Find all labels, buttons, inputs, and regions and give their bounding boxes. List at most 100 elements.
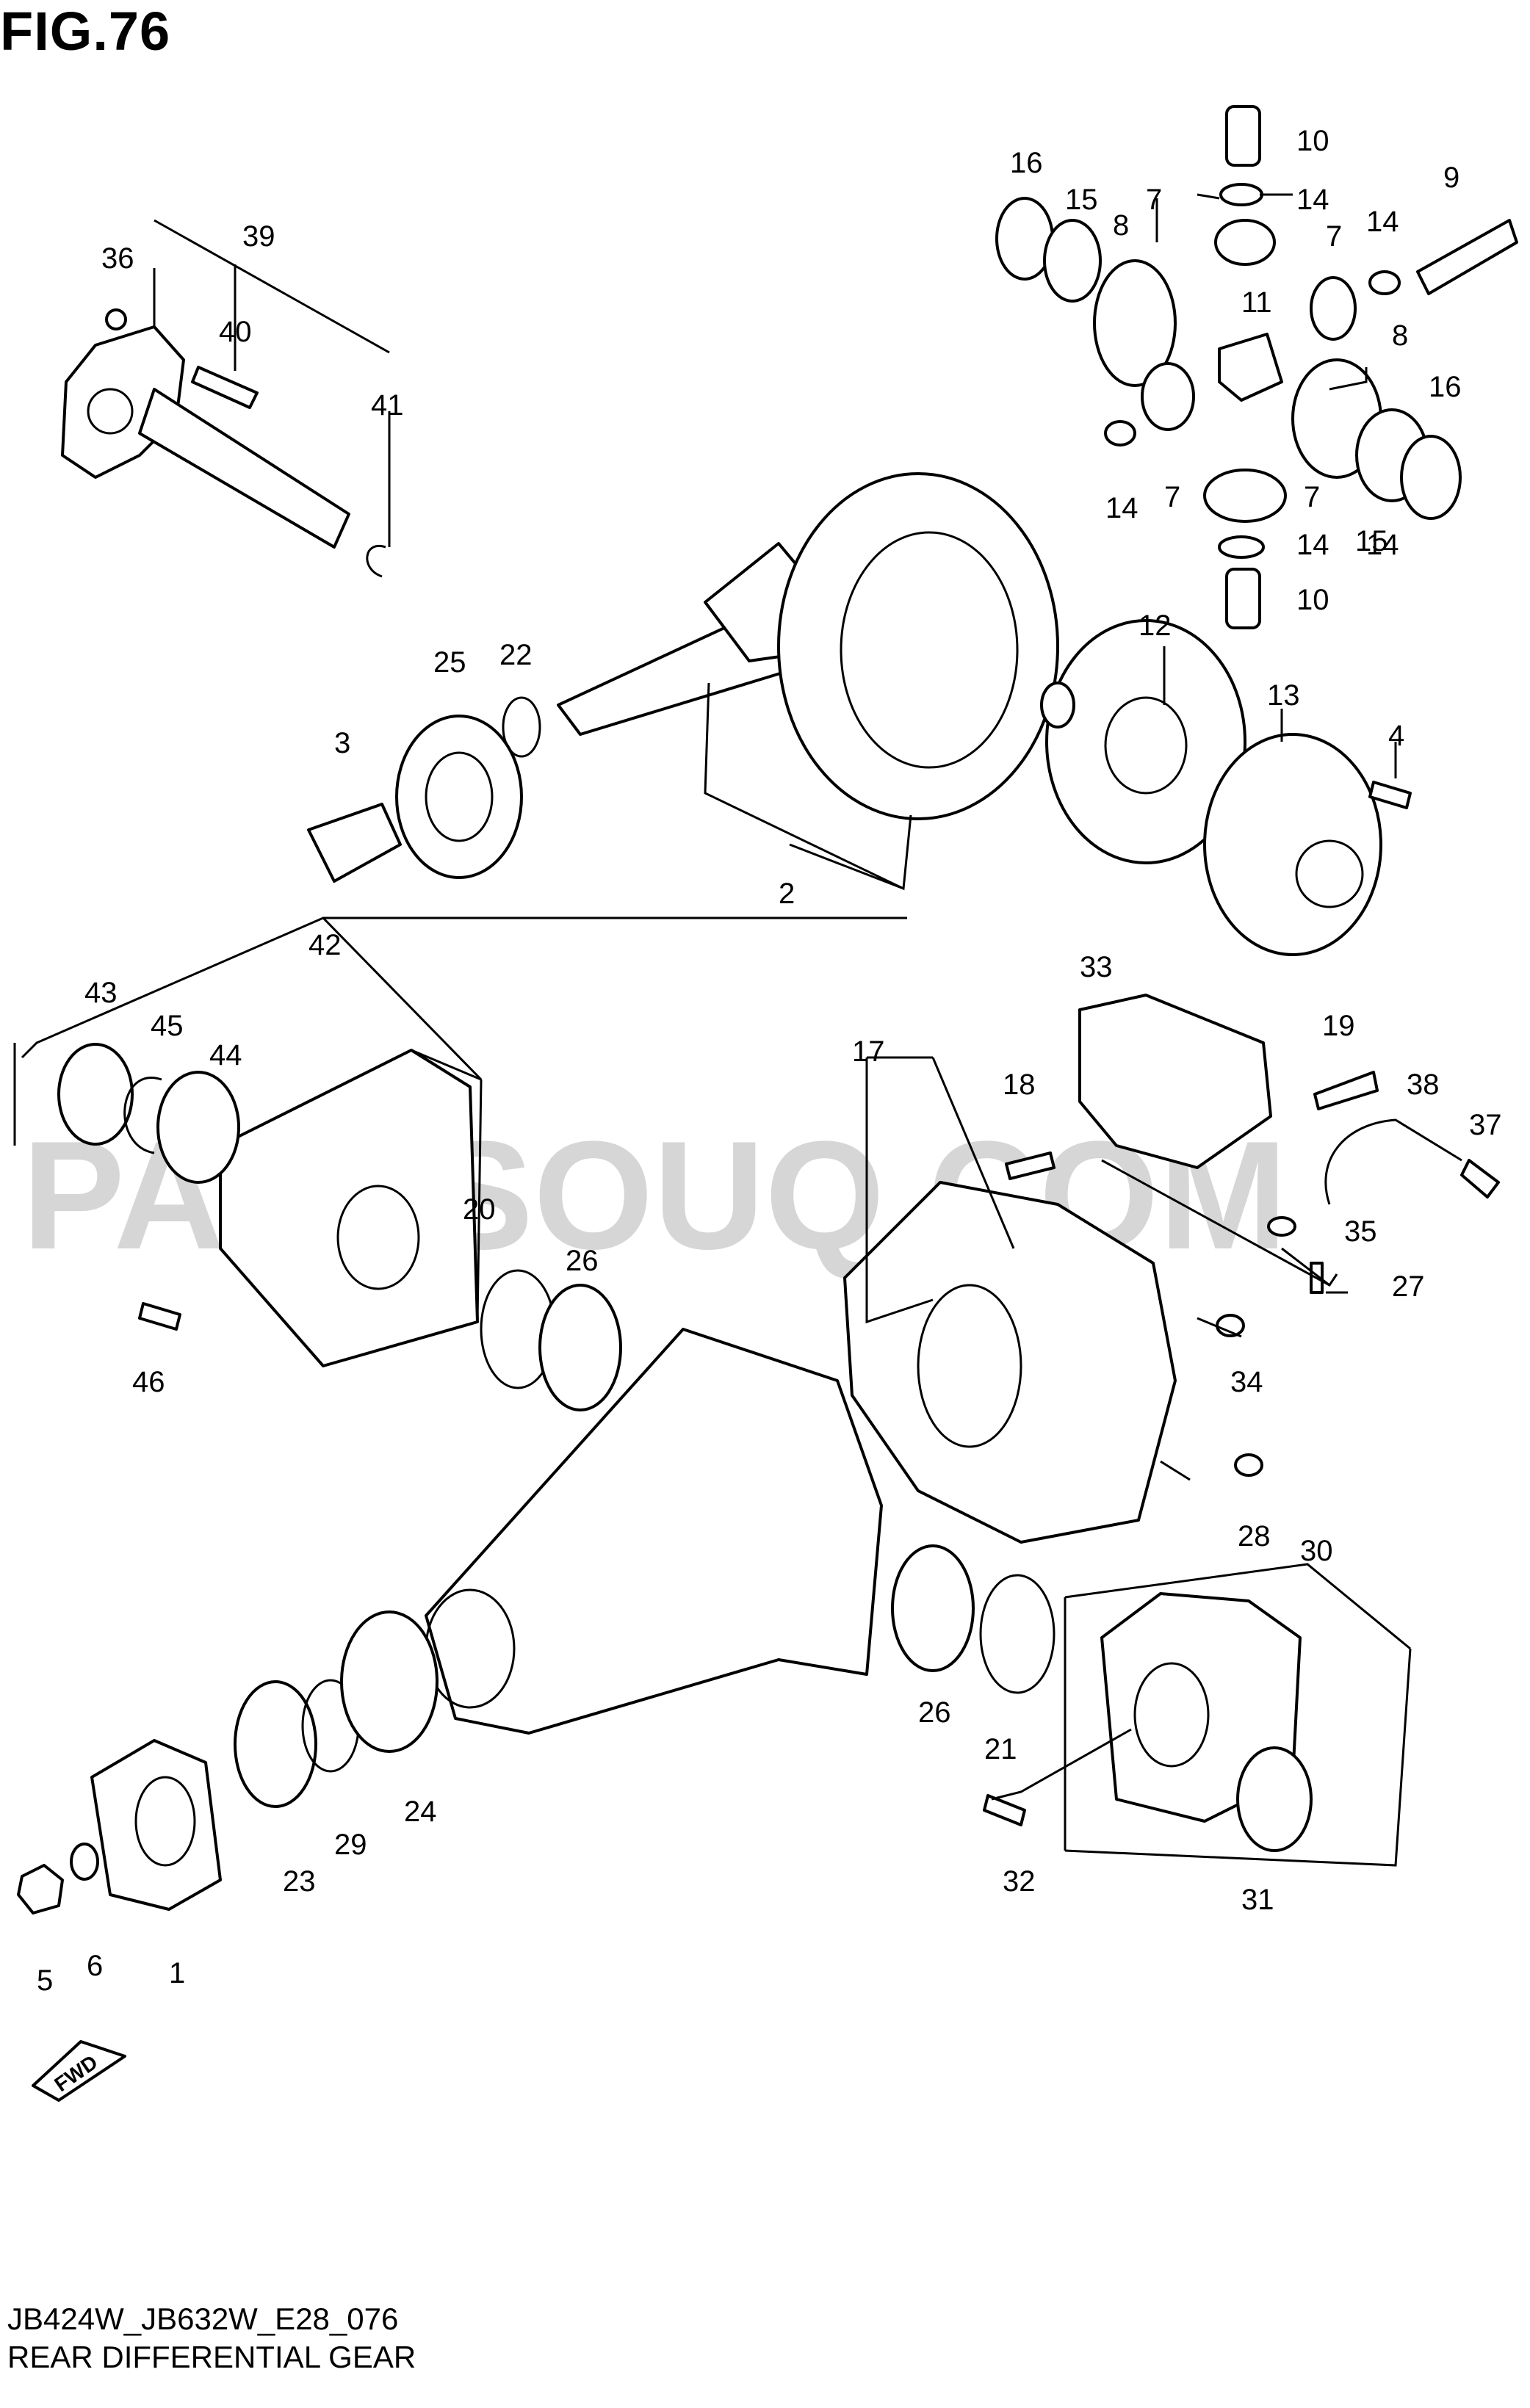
callout-10a: 10 bbox=[1296, 125, 1329, 157]
snap-ring-41-part bbox=[366, 544, 386, 578]
leader-lines bbox=[13, 193, 1412, 1867]
callout-40: 40 bbox=[219, 316, 252, 348]
bearing-26b-part bbox=[891, 1544, 975, 1672]
callout-13: 13 bbox=[1267, 679, 1300, 712]
hose-38-part bbox=[1324, 1118, 1462, 1205]
callout-3: 3 bbox=[334, 727, 350, 759]
callout-27: 27 bbox=[1392, 1270, 1425, 1303]
callout-12: 12 bbox=[1139, 610, 1172, 642]
callout-16b: 16 bbox=[1429, 371, 1462, 403]
callout-28: 28 bbox=[1238, 1520, 1271, 1552]
callout-4: 4 bbox=[1388, 720, 1404, 752]
callout-14e: 14 bbox=[1366, 529, 1399, 561]
fwd-arrow-icon bbox=[32, 2040, 126, 2102]
callout-31: 31 bbox=[1241, 1884, 1274, 1916]
figure-title: FIG.76 bbox=[0, 1, 171, 62]
callout-44: 44 bbox=[209, 1039, 242, 1071]
callout-37: 37 bbox=[1469, 1109, 1502, 1141]
bearing-24-part bbox=[340, 1610, 439, 1753]
figure-code: JB424W_JB632W_E28_076 bbox=[7, 2302, 399, 2336]
callout-23: 23 bbox=[283, 1865, 316, 1898]
callout-35: 35 bbox=[1344, 1215, 1377, 1248]
callout-7b: 7 bbox=[1326, 220, 1342, 253]
callout-22: 22 bbox=[499, 639, 533, 671]
bolt-46-part bbox=[138, 1302, 181, 1331]
bearing-25-part bbox=[395, 715, 523, 879]
oil-seal-43-part bbox=[57, 1043, 134, 1146]
callout-26b: 26 bbox=[918, 1696, 951, 1729]
callout-39: 39 bbox=[242, 220, 275, 253]
callout-18: 18 bbox=[1003, 1069, 1036, 1101]
callout-7a: 7 bbox=[1146, 184, 1162, 216]
shim-21-part bbox=[979, 1574, 1056, 1694]
callout-33: 33 bbox=[1080, 951, 1113, 983]
bolt-18-part bbox=[1005, 1151, 1056, 1180]
snap-ring-45-part bbox=[123, 1077, 162, 1154]
washer-22-part bbox=[502, 696, 541, 758]
callout-8b: 8 bbox=[1392, 319, 1408, 352]
differential-gears bbox=[995, 105, 1518, 629]
callout-6: 6 bbox=[87, 1950, 103, 1982]
callout-5: 5 bbox=[37, 1964, 53, 1997]
callout-10b: 10 bbox=[1296, 584, 1329, 616]
callout-32: 32 bbox=[1003, 1865, 1036, 1898]
callout-11: 11 bbox=[1241, 286, 1272, 319]
callout-36: 36 bbox=[101, 242, 134, 275]
spacer-3-part bbox=[307, 803, 402, 883]
oil-seal-31-part bbox=[1236, 1746, 1313, 1852]
callout-30: 30 bbox=[1300, 1535, 1333, 1567]
callout-46: 46 bbox=[132, 1366, 165, 1398]
callout-41: 41 bbox=[371, 389, 404, 422]
callout-15a: 15 bbox=[1065, 184, 1098, 216]
plug-28-part bbox=[1234, 1453, 1263, 1477]
callout-labels: 1 2 3 4 5 6 7 7 7 7 8 8 9 10 10 11 12 13… bbox=[37, 125, 1502, 1997]
bolt-32-part bbox=[983, 1794, 1026, 1826]
callout-29: 29 bbox=[334, 1829, 367, 1861]
callout-7c: 7 bbox=[1164, 481, 1180, 513]
nut-5-part bbox=[17, 1864, 64, 1915]
fitting-37-part bbox=[1460, 1159, 1500, 1198]
bracket-33-part bbox=[1078, 994, 1272, 1169]
callout-19: 19 bbox=[1322, 1010, 1355, 1042]
callout-21: 21 bbox=[984, 1733, 1017, 1765]
oil-seal-23-part bbox=[234, 1680, 317, 1808]
callout-24: 24 bbox=[404, 1796, 437, 1828]
callout-14d: 14 bbox=[1296, 529, 1329, 561]
callout-17: 17 bbox=[852, 1035, 885, 1068]
callout-38: 38 bbox=[1407, 1069, 1440, 1101]
callout-14a: 14 bbox=[1296, 184, 1329, 216]
diff-case-13-part bbox=[1203, 733, 1382, 956]
figure-footer: JB424W_JB632W_E28_076 REAR DIFFERENTIAL … bbox=[7, 2300, 416, 2376]
cover-42-part bbox=[219, 1049, 479, 1367]
callout-1: 1 bbox=[169, 1957, 185, 1989]
bearing-26a-part bbox=[538, 1284, 622, 1411]
callout-15b: 15 bbox=[1355, 525, 1388, 557]
callout-20: 20 bbox=[463, 1193, 496, 1226]
callout-42: 42 bbox=[308, 929, 342, 961]
ring-gear-part bbox=[777, 472, 1059, 820]
callout-14b: 14 bbox=[1366, 206, 1399, 238]
callout-9: 9 bbox=[1443, 162, 1459, 194]
callout-7d: 7 bbox=[1304, 481, 1320, 513]
axle-shaft-part bbox=[61, 325, 350, 549]
callout-2: 2 bbox=[779, 878, 795, 910]
parts-drawings bbox=[17, 105, 1518, 2102]
callout-14c: 14 bbox=[1105, 492, 1139, 524]
nut-36-part bbox=[105, 308, 127, 330]
diff-case-12-part bbox=[1045, 619, 1246, 864]
callout-26a: 26 bbox=[566, 1245, 599, 1277]
clip-35-part bbox=[1267, 1216, 1296, 1237]
washer-6-part bbox=[70, 1843, 99, 1881]
callout-25: 25 bbox=[433, 646, 466, 679]
callout-43: 43 bbox=[84, 977, 118, 1009]
callout-16a: 16 bbox=[1010, 147, 1043, 179]
bolt-4-part bbox=[1368, 781, 1412, 809]
bolt-19-part bbox=[1313, 1071, 1379, 1110]
diff-carrier-17-part bbox=[425, 1328, 883, 1735]
housing-half-part bbox=[843, 1181, 1177, 1544]
callout-8a: 8 bbox=[1113, 209, 1129, 242]
bolt-40-part bbox=[191, 366, 259, 409]
flange-1-part bbox=[90, 1739, 222, 1911]
figure-name: REAR DIFFERENTIAL GEAR bbox=[7, 2340, 416, 2374]
